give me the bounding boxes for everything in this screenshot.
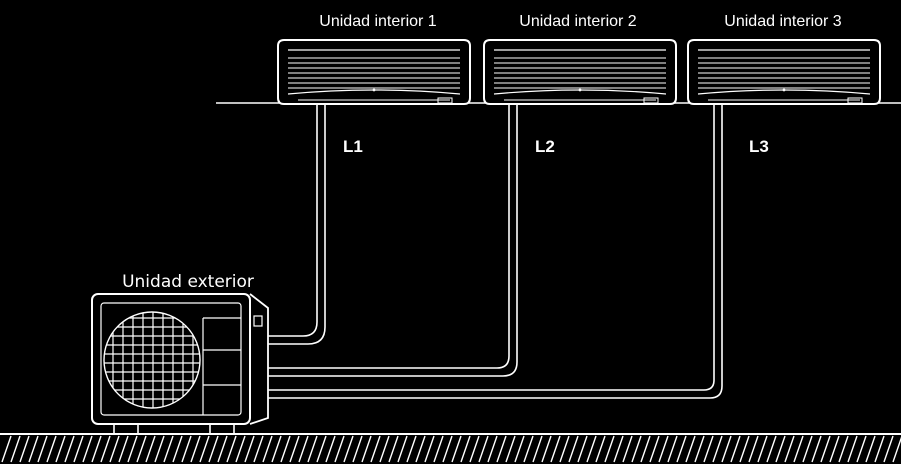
pipe-l2-label: L2 (535, 137, 555, 156)
pipe-l1-label: L1 (343, 137, 363, 156)
ground (0, 433, 901, 463)
indoor-unit-1 (277, 39, 471, 105)
pipe-l1 (268, 104, 326, 345)
pipe-l2 (268, 104, 518, 377)
pipe-l3 (268, 104, 723, 399)
indoor-unit-2 (483, 39, 677, 105)
indoor-unit-3 (687, 39, 881, 105)
pipe-l3-label: L3 (749, 137, 769, 156)
outdoor-unit-label: Unidad exterior (122, 272, 254, 292)
outdoor-unit (91, 293, 269, 435)
indoor-unit-1-label: Unidad interior 1 (319, 13, 437, 30)
indoor-unit-3-label: Unidad interior 3 (724, 13, 842, 30)
indoor-unit-2-label: Unidad interior 2 (519, 13, 637, 30)
fan-grille (103, 311, 201, 409)
